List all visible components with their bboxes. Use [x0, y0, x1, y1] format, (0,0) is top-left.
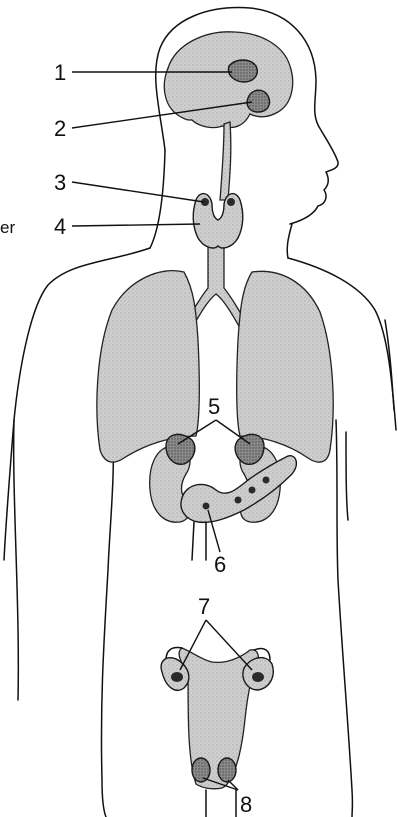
gland-2 [247, 90, 269, 112]
islet-spot-2 [235, 497, 242, 504]
right-ovary-spot [252, 672, 264, 682]
left-ovary-spot [171, 672, 183, 682]
vessel-left [192, 522, 194, 560]
left-torso-outline [101, 420, 113, 817]
left-gonad [192, 758, 210, 782]
pituitary-gland-1 [228, 60, 257, 82]
label-3: 3 [54, 170, 66, 195]
right-lung [237, 271, 334, 462]
inner-arm-line [346, 432, 348, 520]
label-6: 6 [214, 552, 226, 577]
spinal-cord [220, 122, 231, 200]
leader-4 [72, 224, 200, 226]
islet-spot-3 [249, 487, 256, 494]
left-adrenal-gland [166, 434, 195, 464]
label-8: 8 [240, 792, 252, 817]
islet-spot-4 [263, 477, 270, 484]
left-arm-outline [14, 420, 19, 700]
label-2: 2 [54, 116, 66, 141]
neck-right-outline [287, 224, 292, 258]
neck-left-outline [150, 150, 165, 248]
label-1: 1 [54, 60, 66, 85]
label-7: 7 [198, 594, 210, 619]
label-5: 5 [208, 394, 220, 419]
left-lung [97, 271, 199, 463]
right-adrenal-gland [235, 434, 264, 464]
right-gonad [218, 758, 236, 782]
leader-3 [72, 182, 204, 202]
right-torso-outline [336, 420, 352, 817]
parathyroid-spot-right [227, 198, 235, 206]
islet-spot-1 [203, 503, 210, 510]
label-4: 4 [54, 214, 66, 239]
clipped-text-fragment: er [0, 218, 15, 237]
brain [164, 32, 292, 128]
